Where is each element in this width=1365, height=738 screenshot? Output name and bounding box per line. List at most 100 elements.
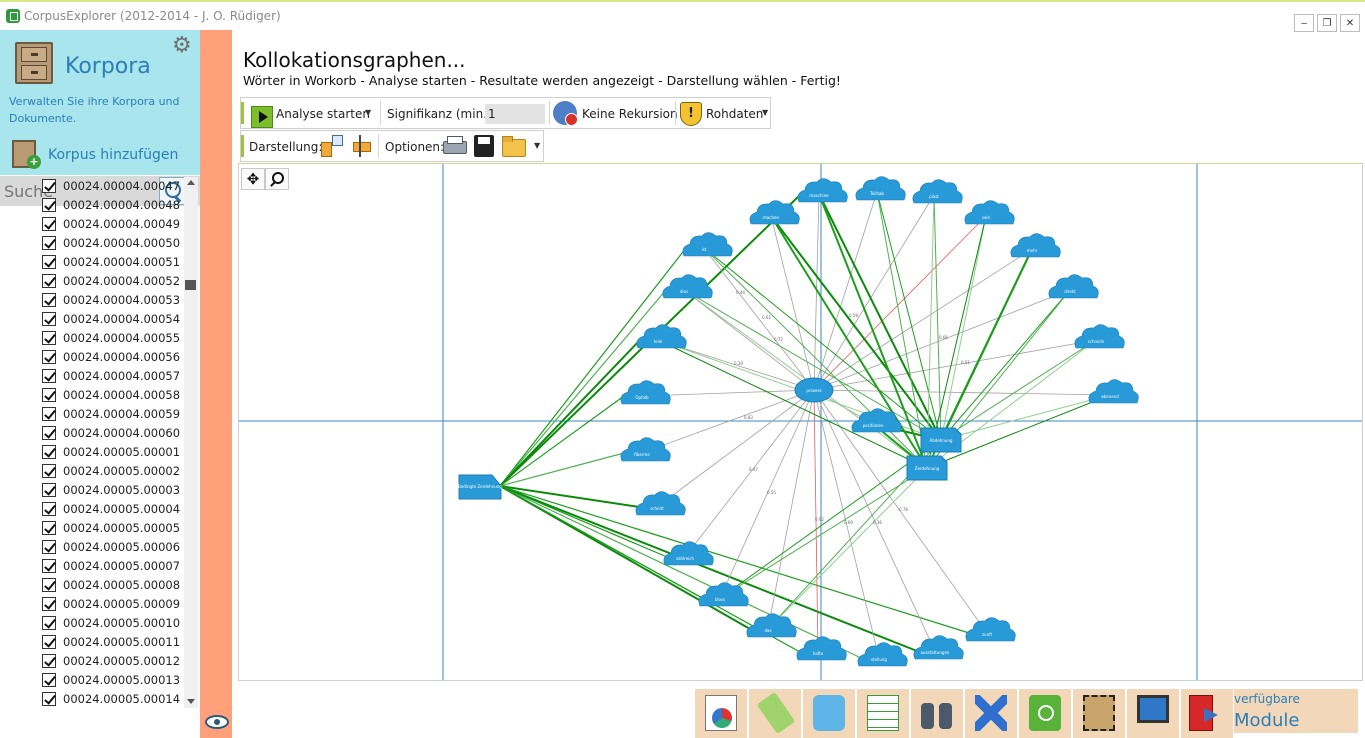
minimize-button[interactable]: – [1294,14,1314,32]
cloud-node[interactable]: bloss [698,582,749,607]
document-list-item[interactable]: 00024.00004.00054 [0,310,184,329]
cloud-node[interactable]: teile [636,324,687,349]
scroll-down-icon[interactable] [187,699,195,704]
document-checkbox[interactable] [42,198,56,212]
document-list-item[interactable]: 00024.00004.00057 [0,367,184,386]
zoom-icon[interactable] [265,168,289,190]
document-list-scrollbar[interactable] [184,177,198,708]
cloud-node[interactable]: ausstattungen [913,635,964,660]
cloud-node[interactable]: sein [964,200,1015,225]
exit-module-button[interactable] [1181,689,1233,738]
cloud-node[interactable]: stellung [857,642,908,667]
document-list-item[interactable]: 00024.00004.00056 [0,348,184,367]
tag-module-button[interactable] [749,689,801,738]
panel-toggle-strip[interactable] [200,30,232,738]
layout-vertical-icon[interactable] [319,134,343,158]
cloud-node[interactable]: dies [662,274,713,299]
search-icon[interactable] [159,177,187,205]
center-node[interactable]: prozess [794,377,834,403]
document-list-item[interactable]: 00024.00005.00006 [0,538,184,557]
document-list-item[interactable]: 00024.00005.00005 [0,519,184,538]
document-checkbox[interactable] [42,502,56,516]
share-module-button[interactable] [1019,689,1071,738]
rect-node[interactable]: Zerdehnung [906,455,948,481]
analyze-button[interactable]: Analyse starten ▼ [245,101,377,128]
document-checkbox[interactable] [42,217,56,231]
document-checkbox[interactable] [42,407,56,421]
raw-data-button[interactable]: ! Rohdaten [678,101,763,126]
eye-icon[interactable] [205,715,229,729]
document-checkbox[interactable] [42,274,56,288]
document-checkbox[interactable] [42,255,56,269]
toolbar-overflow-icon[interactable]: ▼ [534,141,541,150]
table-module-button[interactable] [857,689,909,738]
document-checkbox[interactable] [42,578,56,592]
rect-node[interactable]: Abdehnung [920,427,962,453]
document-checkbox[interactable] [42,616,56,630]
document-checkbox[interactable] [42,483,56,497]
document-checkbox[interactable] [42,559,56,573]
document-list-item[interactable]: 00024.00004.00058 [0,386,184,405]
document-checkbox[interactable] [42,464,56,478]
cloud-node[interactable]: abenend [1088,379,1139,404]
cloud-node[interactable]: schnitt [635,491,686,516]
cloud-node[interactable]: Teilhab [855,176,906,201]
document-list-item[interactable]: 00024.00005.00010 [0,614,184,633]
scroll-up-icon[interactable] [187,180,195,185]
chevron-down-icon[interactable]: ▼ [365,108,372,117]
document-checkbox[interactable] [42,521,56,535]
document-list-item[interactable]: 00024.00004.00050 [0,234,184,253]
document-checkbox[interactable] [42,350,56,364]
cloud-node[interactable]: Opfolb [620,380,671,405]
toolbar-overflow-icon[interactable]: ▼ [762,108,769,117]
significance-input[interactable] [485,104,545,124]
document-list-item[interactable]: 00024.00004.00048 [0,196,184,215]
cloud-node[interactable]: hafte [796,636,847,661]
document-list-item[interactable]: 00024.00005.00002 [0,462,184,481]
search-module-button[interactable] [911,689,963,738]
document-checkbox[interactable] [42,540,56,554]
document-list-item[interactable]: 00024.00004.00052 [0,272,184,291]
document-checkbox[interactable] [42,635,56,649]
document-checkbox[interactable] [42,369,56,383]
document-checkbox[interactable] [42,236,56,250]
document-checkbox[interactable] [42,445,56,459]
print-icon[interactable] [442,134,467,158]
document-checkbox[interactable] [42,654,56,668]
document-list-item[interactable]: 00024.00005.00004 [0,500,184,519]
document-checkbox[interactable] [42,692,56,706]
cloud-node[interactable]: fiberme [620,437,671,462]
hub-node[interactable]: Bedingte Zerdehnung [458,474,502,500]
document-checkbox[interactable] [42,673,56,687]
chip-module-button[interactable] [1073,689,1125,738]
pan-icon[interactable]: ✥ [241,168,265,190]
document-checkbox[interactable] [42,388,56,402]
document-list-item[interactable]: 00024.00005.00013 [0,671,184,690]
cloud-node[interactable]: zunft [965,617,1016,642]
document-list-item[interactable]: 00024.00004.00051 [0,253,184,272]
document-list-item[interactable]: 00024.00004.00049 [0,215,184,234]
document-checkbox[interactable] [42,312,56,326]
document-checkbox[interactable] [42,426,56,440]
search-input[interactable] [0,176,158,206]
document-checkbox[interactable] [42,331,56,345]
document-checkbox[interactable] [42,597,56,611]
layout-horizontal-icon[interactable] [349,134,373,158]
cloud-node[interactable]: direkt [1048,274,1099,299]
restore-button[interactable]: ❐ [1317,14,1337,32]
cloud-node[interactable]: positionen [851,408,902,433]
close-button[interactable]: ✕ [1340,14,1360,32]
cloud-node[interactable]: das [746,613,797,638]
monitor-module-button[interactable] [1127,689,1179,738]
save-icon[interactable] [472,134,496,158]
scroll-thumb[interactable] [185,280,196,290]
document-list-item[interactable]: 00024.00005.00009 [0,595,184,614]
cloud-node[interactable]: maschine [797,178,848,203]
shuffle-module-button[interactable] [965,689,1017,738]
cloud-node[interactable]: plast [912,179,963,204]
cloud-node[interactable]: zahlreich [663,541,714,566]
gear-icon[interactable]: ⚙ [172,33,192,58]
document-list-item[interactable]: 00024.00005.00014 [0,690,184,708]
